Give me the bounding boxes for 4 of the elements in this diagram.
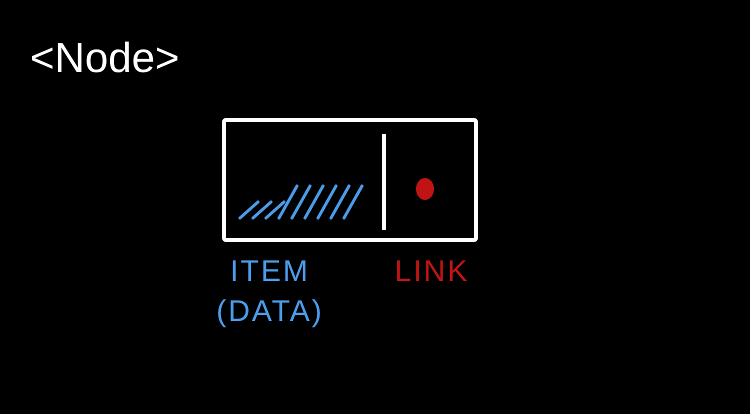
part-label: LINK — [394, 254, 470, 290]
title: <Node> — [30, 34, 180, 82]
node-box — [222, 118, 478, 242]
part-label: ITEM (DATA) — [215, 254, 325, 330]
